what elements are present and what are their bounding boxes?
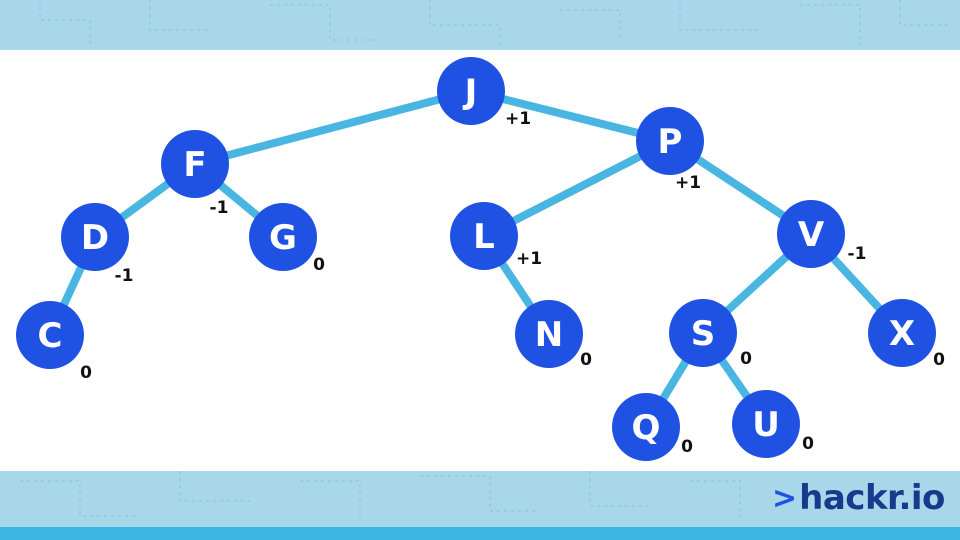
node-label: L <box>473 217 495 257</box>
tree-node-n: N0 <box>515 300 592 370</box>
balance-factor-label: +1 <box>516 249 542 269</box>
tree-node-d: D -1 <box>61 203 133 286</box>
tree-node-l: L +1 <box>450 202 542 270</box>
balance-factor-label: 0 <box>313 255 325 275</box>
header-band <box>0 0 960 50</box>
node-label: N <box>535 315 563 355</box>
node-circle <box>161 130 229 198</box>
balance-factor-label: +1 <box>505 109 531 129</box>
balance-factor-label: 0 <box>802 434 814 454</box>
node-circle <box>249 203 317 271</box>
chevron-right-icon: > <box>772 480 798 516</box>
node-circle <box>636 107 704 175</box>
tree-node-v: V -1 <box>777 200 866 268</box>
balance-factor-label: 0 <box>580 350 592 370</box>
balance-factor-label: -1 <box>115 266 134 286</box>
node-label: S <box>691 314 716 354</box>
tree-node-g: G0 <box>249 203 325 275</box>
balance-factor-label: 0 <box>740 349 752 369</box>
edge-j-f <box>191 87 475 168</box>
node-label: X <box>889 314 915 354</box>
node-label: Q <box>632 408 661 448</box>
tree-node-c: C0 <box>16 301 92 383</box>
balance-factor-label: -1 <box>210 198 229 218</box>
circuit-pattern-bottom <box>20 471 741 521</box>
footer-band: > hackr.io <box>0 471 960 527</box>
balance-factor-label: 0 <box>681 437 693 457</box>
node-circle <box>669 299 737 367</box>
node-circle <box>61 203 129 271</box>
tree-node-s: S0 <box>669 299 752 369</box>
tree-node-f: F-1 <box>161 130 229 218</box>
circuit-pattern-top <box>39 0 950 45</box>
brand-name: hackr.io <box>799 478 945 518</box>
node-circle <box>16 301 84 369</box>
tree-node-j: J +1 <box>437 57 531 129</box>
node-label: J <box>463 72 478 112</box>
node-circle <box>515 300 583 368</box>
node-label: G <box>269 218 297 258</box>
footer-accent-strip <box>0 527 960 540</box>
node-circle <box>868 299 936 367</box>
node-label: P <box>658 122 683 162</box>
balance-factor-label: 0 <box>80 363 92 383</box>
node-label: D <box>81 218 109 258</box>
node-circle <box>450 202 518 270</box>
node-circle <box>777 200 845 268</box>
hackr-logo: > hackr.io <box>772 476 945 520</box>
node-circle <box>612 393 680 461</box>
node-label: V <box>798 215 825 255</box>
tree-node-x: X0 <box>868 299 945 370</box>
node-label: U <box>752 405 780 445</box>
node-label: C <box>38 316 63 356</box>
node-circle <box>437 57 505 125</box>
edge-p-l <box>480 137 674 240</box>
balance-factor-label: +1 <box>675 173 701 193</box>
balance-factor-label: -1 <box>848 244 867 264</box>
node-label: F <box>183 145 206 185</box>
node-circle <box>732 390 800 458</box>
edge-j-p <box>467 87 674 145</box>
balance-factor-label: 0 <box>933 350 945 370</box>
tree-node-p: P +1 <box>636 107 704 193</box>
